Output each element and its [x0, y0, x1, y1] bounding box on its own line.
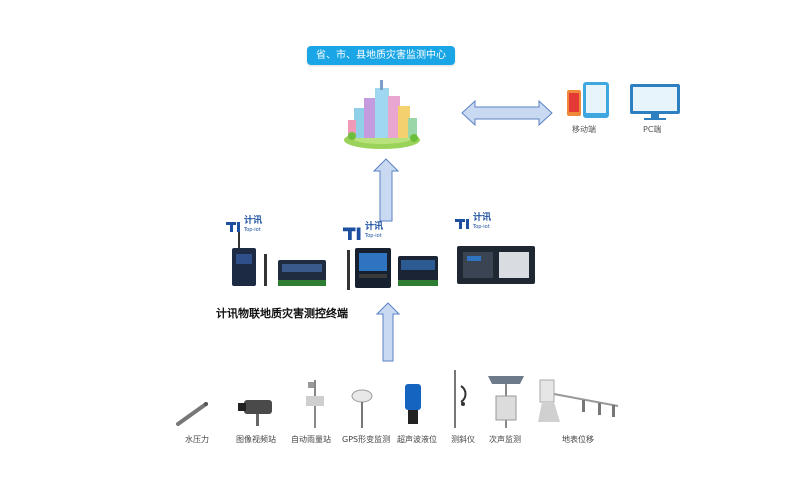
terminal-device-group-3: [455, 244, 537, 286]
city-center-illustration: [340, 78, 425, 150]
infrasound-station-icon: [484, 372, 528, 430]
ti-logo-icon: [226, 222, 240, 232]
sensor-label-6: 次声监测: [489, 435, 521, 444]
brand-sub-1: Top-iot: [244, 227, 261, 233]
terminal-label: 计讯物联地质灾害测控终端: [216, 307, 348, 320]
pc-monitor-icon: [628, 82, 682, 122]
pc-label: PC端: [643, 125, 662, 134]
brand-name-3: 计讯: [473, 213, 492, 223]
brand-name-2: 计讯: [365, 222, 384, 232]
video-camera-icon: [236, 394, 276, 428]
ti-logo-icon: [343, 227, 361, 240]
ultrasonic-level-sensor-icon: [402, 382, 424, 428]
sensor-label-0: 水压力: [185, 435, 209, 444]
sensor-label-1: 图像视频站: [236, 435, 276, 444]
terminal-device-group-2: [343, 244, 443, 294]
bidirectional-arrow: [461, 100, 553, 126]
gps-antenna-icon: [350, 388, 374, 430]
surface-displacement-icon: [536, 376, 620, 428]
water-pressure-sensor-icon: [176, 398, 210, 428]
brand-sub-3: Top-iot: [473, 224, 490, 230]
sensor-label-2: 自动雨量站: [291, 435, 331, 444]
brand-sub-2: Top-iot: [365, 233, 382, 239]
mobile-device-icon: [565, 80, 611, 120]
terminal-device-group-1: [228, 232, 330, 292]
rain-gauge-station-icon: [300, 378, 330, 430]
inclinometer-icon: [451, 368, 475, 430]
sensor-label-3: GPS形变监测: [342, 435, 391, 444]
brand-name-1: 计讯: [244, 216, 263, 226]
center-title-banner: 省、市、县地质灾害监测中心: [307, 46, 455, 65]
mobile-label: 移动端: [572, 125, 596, 134]
sensor-label-5: 测斜仪: [451, 435, 475, 444]
upload-arrow-bottom: [376, 302, 400, 362]
ti-logo-icon: [455, 219, 469, 229]
sensor-label-7: 地表位移: [562, 435, 594, 444]
upload-arrow-top: [373, 158, 399, 222]
sensor-label-4: 超声波液位: [397, 435, 437, 444]
